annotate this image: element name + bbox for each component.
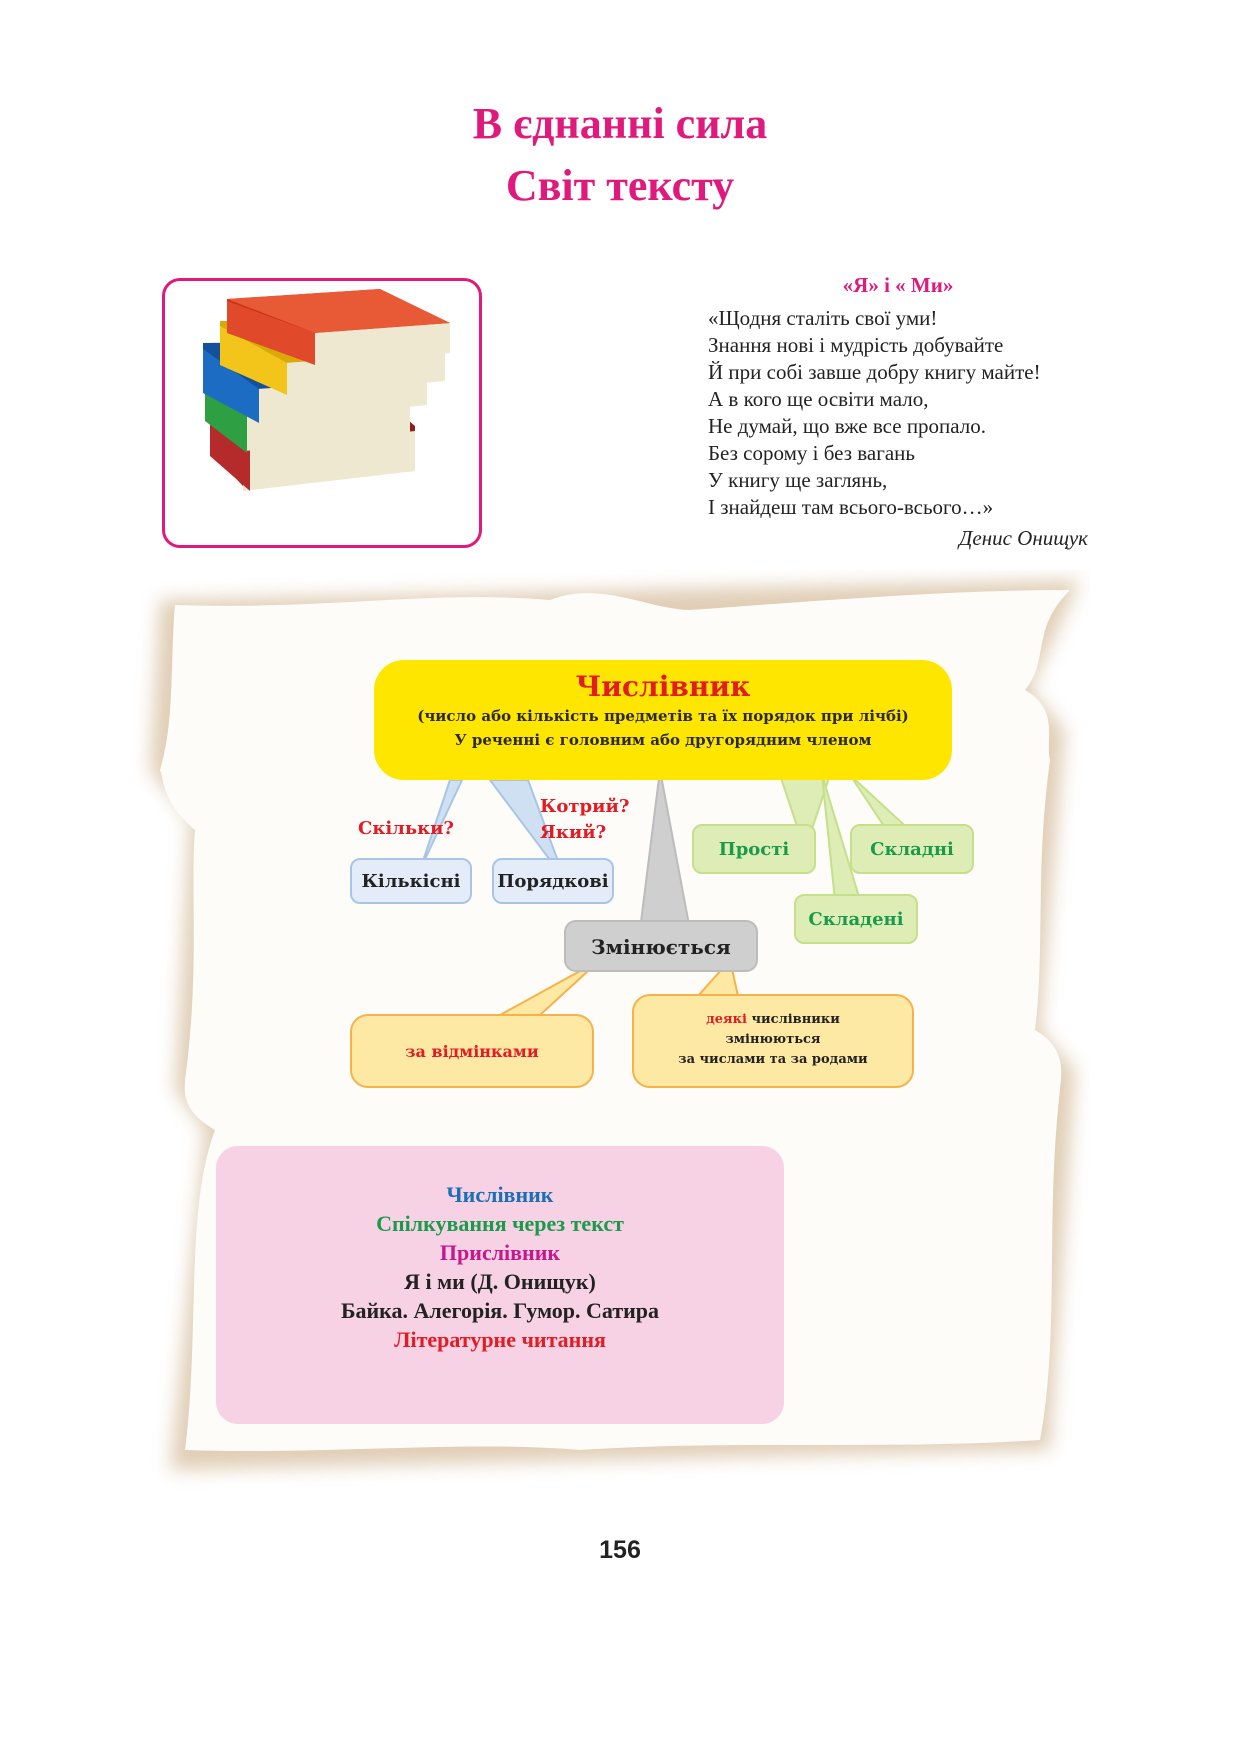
type-composite-box: Складені	[794, 894, 918, 944]
poem-line: Знання нові і мудрість добувайте	[708, 333, 1004, 357]
some-line3: за числами та за родами	[678, 1052, 868, 1067]
type-quantity-box: Кількісні	[350, 858, 472, 904]
main-definition-box: Числівник (число або кількість предметів…	[374, 660, 952, 780]
poem-line: У книгу ще заглянь,	[708, 468, 888, 492]
poem-line: Й при собі завше добру книгу майте!	[708, 360, 1041, 384]
poem-line: Не думай, що вже все пропало.	[708, 414, 987, 438]
poem-line: А в кого ще освіти мало,	[708, 387, 929, 411]
book-illustration-frame	[162, 278, 482, 548]
contents-item: Я і ми (Д. Онищук)	[404, 1269, 596, 1294]
contents-item: Літературне читання	[394, 1327, 606, 1352]
some-rest: числівники	[746, 1012, 840, 1027]
question-quantity: Скільки?	[358, 818, 454, 839]
type-simple-box: Прості	[692, 824, 816, 874]
poem-block: «Я» і « Ми» «Щодня сталіть свої уми! Зна…	[708, 272, 1088, 552]
poem-line: І знайдеш там всього-всього…»	[708, 495, 994, 519]
contents-item: Прислівник	[439, 1240, 561, 1265]
main-title: Числівник	[575, 670, 751, 703]
poem-line: «Щодня сталіть свої уми!	[708, 306, 938, 330]
page-number: 156	[599, 1536, 641, 1564]
contents-item: Байка. Алегорія. Гумор. Сатира	[340, 1298, 660, 1323]
poem-line: Без сорому і без вагань	[708, 441, 915, 465]
type-order-box: Порядкові	[492, 858, 614, 904]
type-compound-box: Складні	[850, 824, 974, 874]
main-subtitle: (число або кількість предметів та їх пор…	[417, 707, 909, 725]
by-cases-box: за відмінками	[350, 1014, 594, 1088]
page-subtitle: Світ тексту	[505, 161, 735, 210]
question-order-1: Котрий?	[540, 796, 630, 817]
some-numerals-box: деякі числівники змінюються за числами т…	[632, 994, 914, 1088]
changes-box: Змінюється	[564, 920, 758, 972]
poem-author: Денис Онищук	[959, 526, 1088, 550]
contents-box: Числівник Спілкування через текст Прислі…	[216, 1146, 784, 1424]
stack-of-books-icon	[203, 289, 450, 491]
main-line2: У реченні є головним або другорядним чле…	[454, 731, 872, 749]
poem-title: «Я» і « Ми»	[842, 273, 954, 297]
some-line2: змінюються	[725, 1032, 821, 1047]
contents-item: Спілкування через текст	[376, 1211, 624, 1236]
question-order-2: Який?	[540, 822, 607, 843]
some-word: деякі	[706, 1012, 747, 1027]
contents-item: Числівник	[446, 1182, 554, 1207]
page-title: В єднанні сила	[472, 99, 768, 148]
question-order: Котрий? Який?	[540, 794, 629, 846]
